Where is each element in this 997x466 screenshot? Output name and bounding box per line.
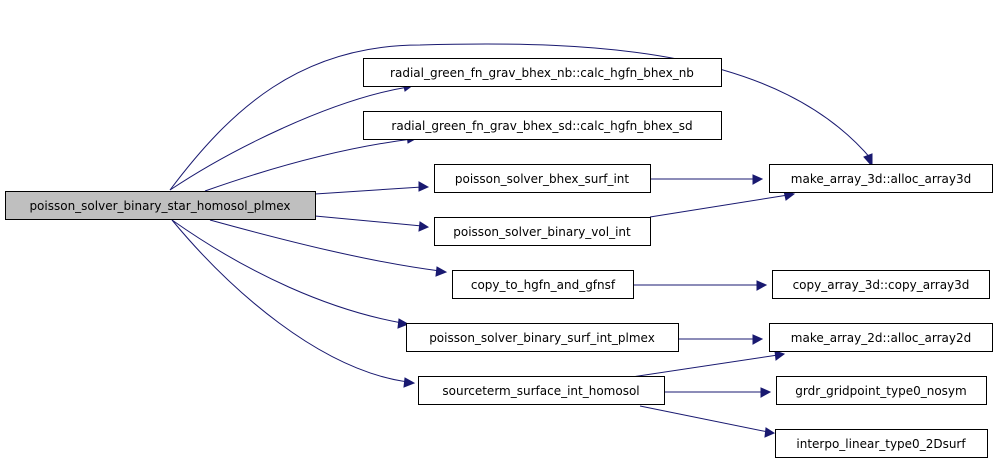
edge-root-to-n7 <box>171 219 409 383</box>
node-n9[interactable]: copy_array_3d::copy_array3d <box>772 270 990 299</box>
node-n12-label: interpo_linear_type0_2Dsurf <box>796 437 966 451</box>
edge-root-to-n4-arrowhead <box>418 221 430 232</box>
edge-root-to-n7-arrowhead <box>403 377 416 388</box>
node-n1-box[interactable] <box>363 58 722 87</box>
edge-n3-to-n8-arrowhead <box>752 174 764 185</box>
node-n12-box[interactable] <box>775 429 988 458</box>
edge-root-to-n1 <box>169 86 409 191</box>
edge-root-to-n2 <box>204 138 413 192</box>
nodes-layer: poisson_solver_binary_star_homosol_plmex… <box>5 58 993 458</box>
edge-root-to-n8-arrowhead <box>863 153 873 168</box>
edge-n7-to-n11-arrowhead <box>760 387 772 398</box>
node-n1-label: radial_green_fn_grav_bhex_nb::calc_hgfn_… <box>390 66 694 80</box>
node-n5[interactable]: copy_to_hgfn_and_gfnsf <box>452 270 634 299</box>
node-root-box[interactable] <box>5 191 316 220</box>
node-n2-box[interactable] <box>363 111 722 140</box>
node-n2[interactable]: radial_green_fn_grav_bhex_sd::calc_hgfn_… <box>363 111 722 140</box>
node-n10-label: make_array_2d::alloc_array2d <box>791 331 971 345</box>
edge-n7-to-n10-arrowhead <box>774 350 786 361</box>
edge-root-to-n6-arrowhead <box>397 318 410 329</box>
node-n6[interactable]: poisson_solver_binary_surf_int_plmex <box>406 323 679 352</box>
edge-root-to-n8 <box>169 43 873 191</box>
node-n3[interactable]: poisson_solver_bhex_surf_int <box>434 164 651 193</box>
node-n9-box[interactable] <box>772 270 990 299</box>
node-n6-box[interactable] <box>406 323 679 352</box>
edge-root-to-n5-arrowhead <box>435 266 448 277</box>
node-root[interactable]: poisson_solver_binary_star_homosol_plmex <box>5 191 316 220</box>
node-n8-box[interactable] <box>769 164 993 193</box>
edge-root-to-n3 <box>314 186 423 195</box>
node-n11[interactable]: grdr_gridpoint_type0_nosym <box>776 376 987 405</box>
node-n3-box[interactable] <box>434 164 651 193</box>
node-n5-label: copy_to_hgfn_and_gfnsf <box>471 278 616 292</box>
node-n7-label: sourceterm_surface_int_homosol <box>442 384 639 398</box>
node-n1[interactable]: radial_green_fn_grav_bhex_nb::calc_hgfn_… <box>363 58 722 87</box>
node-n4[interactable]: poisson_solver_binary_vol_int <box>434 217 651 246</box>
edge-n5-to-n9-arrowhead <box>756 280 768 291</box>
edge-n6-to-n10-arrowhead <box>752 334 764 345</box>
node-n11-box[interactable] <box>776 376 987 405</box>
edge-n7-to-n10 <box>624 354 779 379</box>
node-root-label: poisson_solver_binary_star_homosol_plmex <box>29 199 290 213</box>
edge-n7-to-n12 <box>639 405 769 433</box>
node-n4-label: poisson_solver_binary_vol_int <box>453 225 631 239</box>
node-n7-box[interactable] <box>418 376 665 405</box>
edge-root-to-n5 <box>209 219 441 272</box>
node-n7[interactable]: sourceterm_surface_int_homosol <box>418 376 665 405</box>
node-n4-box[interactable] <box>434 217 651 246</box>
edge-root-to-n6 <box>171 219 403 324</box>
edge-root-to-n4 <box>314 215 423 227</box>
edge-n4-to-n8 <box>649 194 789 218</box>
node-n2-label: radial_green_fn_grav_bhex_sd::calc_hgfn_… <box>391 119 692 133</box>
node-n6-label: poisson_solver_binary_surf_int_plmex <box>429 331 655 345</box>
node-n9-label: copy_array_3d::copy_array3d <box>793 278 970 292</box>
node-n12[interactable]: interpo_linear_type0_2Dsurf <box>775 429 988 458</box>
node-n8[interactable]: make_array_3d::alloc_array3d <box>769 164 993 193</box>
node-n3-label: poisson_solver_bhex_surf_int <box>455 172 630 186</box>
node-n10-box[interactable] <box>769 323 993 352</box>
node-n8-label: make_array_3d::alloc_array3d <box>791 172 971 186</box>
node-n5-box[interactable] <box>452 270 634 299</box>
node-n10[interactable]: make_array_2d::alloc_array2d <box>769 323 993 352</box>
node-n11-label: grdr_gridpoint_type0_nosym <box>795 384 966 398</box>
edge-root-to-n3-arrowhead <box>418 181 430 192</box>
edge-n7-to-n12-arrowhead <box>764 427 776 438</box>
